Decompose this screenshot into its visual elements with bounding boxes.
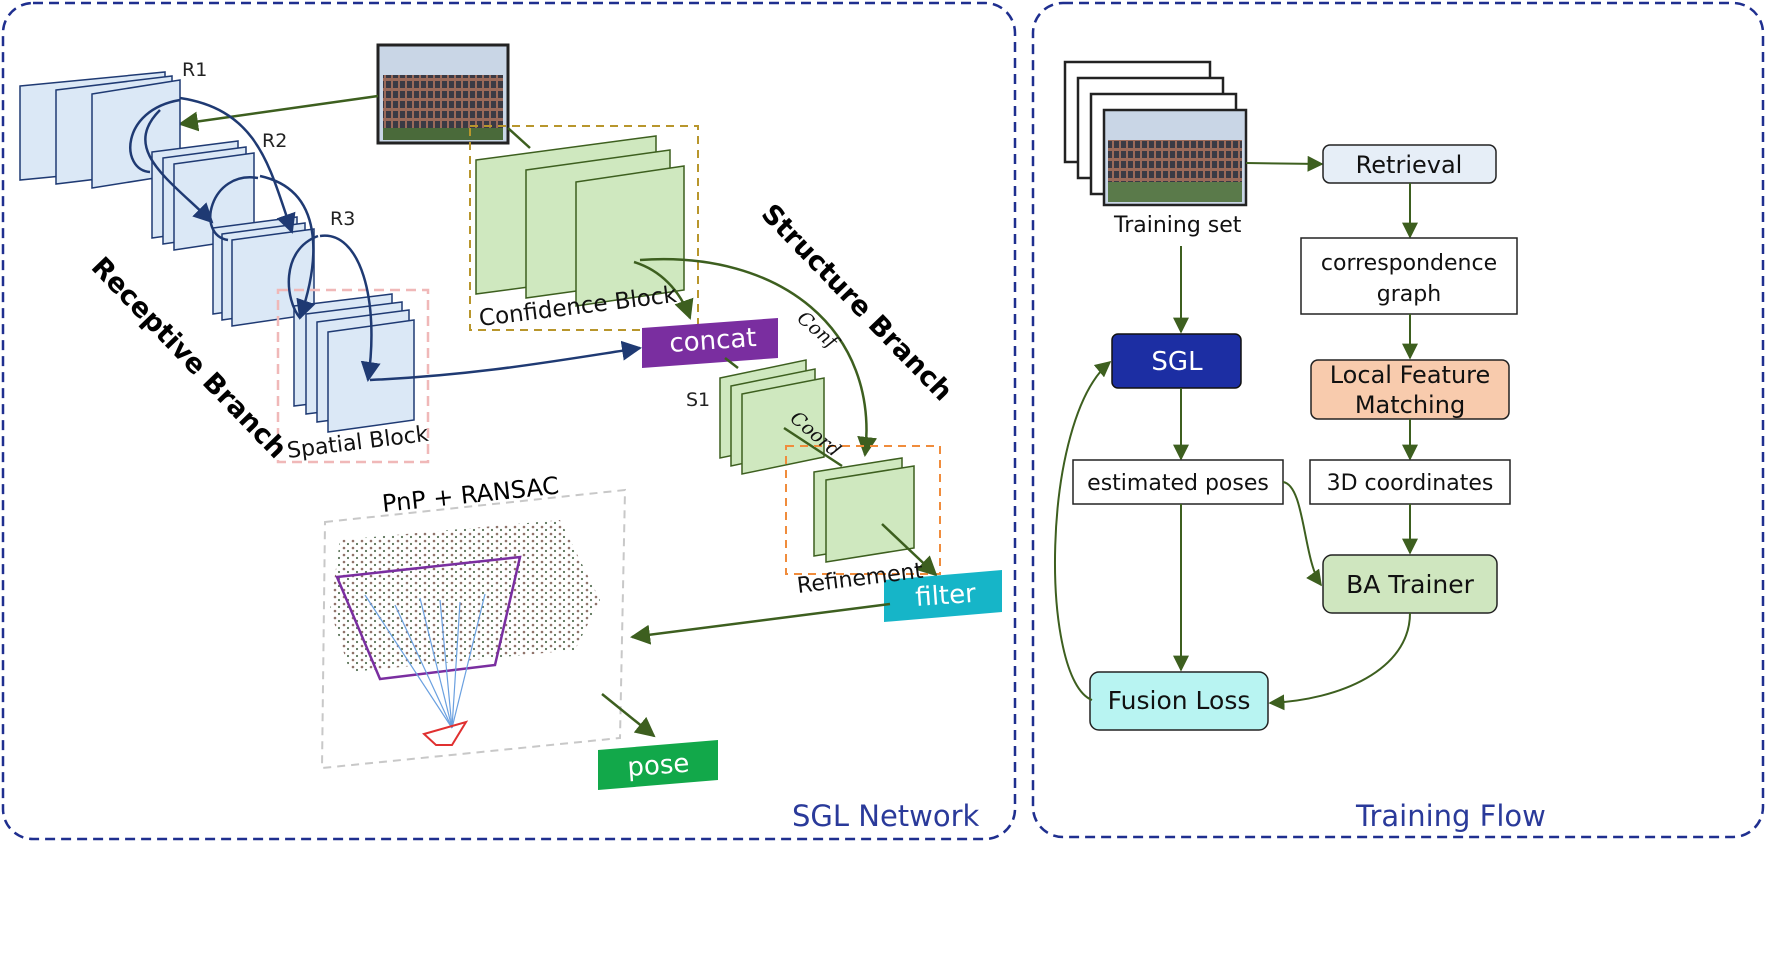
estimated-poses-box <box>1072 459 1284 505</box>
pnp-to-pose-arrow <box>601 693 656 738</box>
ba-to-fusion-arrow <box>1268 612 1411 711</box>
pose-label: pose <box>626 749 690 783</box>
refinement-frame <box>785 445 941 575</box>
correspondence-label-line2: graph <box>1377 282 1441 307</box>
r2-label: R2 <box>262 130 287 152</box>
r1-to-r2-arc <box>179 96 296 234</box>
fusion-loss-box <box>1089 671 1269 731</box>
filter-to-pnp-arrow <box>630 602 891 645</box>
confidence-block-stack <box>475 135 685 307</box>
refinement-stack <box>813 457 915 563</box>
filter-label: filter <box>914 579 977 613</box>
coords3d-label: 3D coordinates <box>1327 471 1494 496</box>
local-feature-label-line1: Local Feature <box>1330 361 1491 389</box>
r3-to-spatial-arc <box>287 234 319 319</box>
pose-tag <box>598 740 718 790</box>
confidence-to-concat-arrow <box>633 260 694 320</box>
fusion-to-sgl-feedback-arrow <box>1054 360 1112 701</box>
retrieval-label: Retrieval <box>1356 151 1463 179</box>
trainingset-to-retrieval-arrow <box>1245 155 1324 172</box>
image-to-confidence-line <box>507 127 531 149</box>
left-panel-caption: SGL Network <box>792 799 980 833</box>
training-set-images <box>1063 60 1248 207</box>
r3-layer-stack <box>212 216 315 327</box>
pnp-ransac-label: PnP + RANSAC <box>381 472 561 518</box>
sgl-box <box>1111 333 1242 389</box>
estimated-poses-label: estimated poses <box>1087 471 1269 496</box>
r1-label: R1 <box>182 59 207 81</box>
pnp-frame <box>320 488 627 770</box>
r2-r3-arc <box>259 174 316 320</box>
r1-r2-arc <box>129 98 181 174</box>
r3-label: R3 <box>330 208 355 230</box>
camera-icon <box>422 720 469 746</box>
coords3d-box <box>1309 459 1511 505</box>
point-cloud <box>330 520 600 746</box>
concat-to-s1-line <box>724 357 739 369</box>
filter-tag <box>884 570 1002 622</box>
confidence-block-frame <box>469 125 699 331</box>
r2-to-r3-arc <box>209 176 259 242</box>
s1-label: S1 <box>686 389 710 411</box>
ba-trainer-label: BA Trainer <box>1346 570 1475 599</box>
local-feature-label-line2: Matching <box>1355 391 1465 419</box>
concat-label: concat <box>668 323 757 359</box>
spatial-to-concat-arrow <box>369 340 642 382</box>
image-to-receptive-arrow <box>178 94 379 132</box>
r2-skip-arc <box>144 109 214 224</box>
training-set-label: Training set <box>1113 213 1242 238</box>
conf-to-refinement-arrow <box>639 257 878 457</box>
poses-to-ba-arrow <box>1282 481 1322 587</box>
right-panel-caption: Training Flow <box>1355 799 1546 833</box>
fusion-loss-label: Fusion Loss <box>1108 686 1251 715</box>
sgl-network-panel <box>1 1 1017 841</box>
coord-line <box>783 426 843 468</box>
refinement-to-filter-arrow <box>881 523 938 577</box>
r3-spatial-arc <box>319 234 381 382</box>
s1-layer-stack <box>719 359 825 475</box>
sgl-label: SGL <box>1151 347 1203 377</box>
input-image <box>376 43 510 145</box>
spatial-block-stack <box>293 293 415 433</box>
correspondence-graph-box <box>1300 237 1518 315</box>
training-flow-panel <box>1031 1 1765 839</box>
correspondence-label-line1: correspondence <box>1321 251 1497 276</box>
concat-tag <box>642 318 778 368</box>
